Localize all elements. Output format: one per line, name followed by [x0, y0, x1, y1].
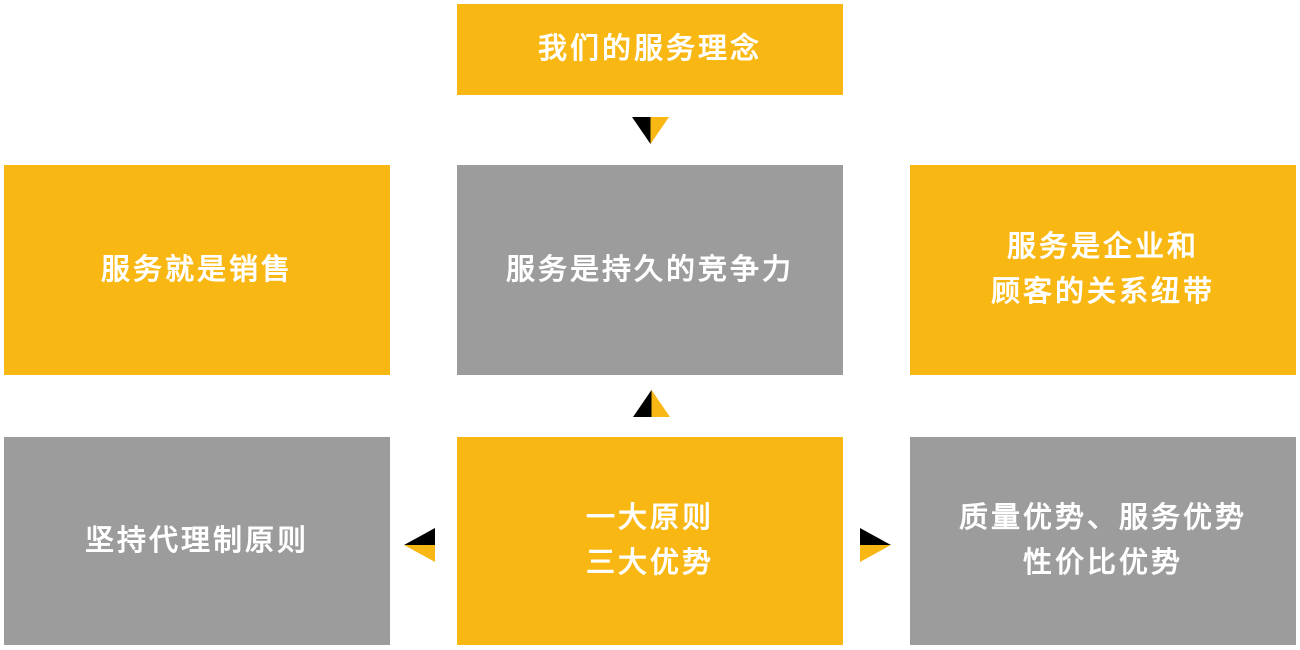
box-three-advantages-detail: 质量优势、服务优势 性价比优势 — [910, 437, 1296, 645]
box-service-lasting-competitiveness: 服务是持久的竞争力 — [457, 165, 843, 375]
arrow-right-icon — [860, 528, 891, 562]
box-label-line2: 顾客的关系纽带 — [990, 276, 1215, 308]
arrow-down-icon — [632, 117, 669, 144]
arrow-up-icon — [633, 390, 670, 417]
box-label: 服务是持久的竞争力 — [505, 253, 794, 286]
box-label-line2: 性价比优势 — [1022, 547, 1183, 579]
arrow-left-icon — [404, 528, 435, 562]
box-service-customer-bond: 服务是企业和 顾客的关系纽带 — [910, 165, 1296, 375]
box-label-line1: 一大原则 — [585, 502, 714, 535]
box-label: 我们的服务理念 — [537, 33, 762, 66]
box-label-line2: 三大优势 — [585, 547, 714, 579]
box-label: 坚持代理制原则 — [84, 524, 309, 557]
box-label-line1: 质量优势、服务优势 — [958, 502, 1247, 535]
box-label-line1: 服务是企业和 — [1006, 231, 1199, 264]
box-label: 服务就是销售 — [100, 253, 293, 286]
box-one-principle-three-advantages: 一大原则 三大优势 — [457, 437, 843, 645]
box-agency-principle: 坚持代理制原则 — [4, 437, 390, 645]
box-service-is-sales: 服务就是销售 — [4, 165, 390, 375]
box-service-concept-title: 我们的服务理念 — [457, 4, 843, 95]
